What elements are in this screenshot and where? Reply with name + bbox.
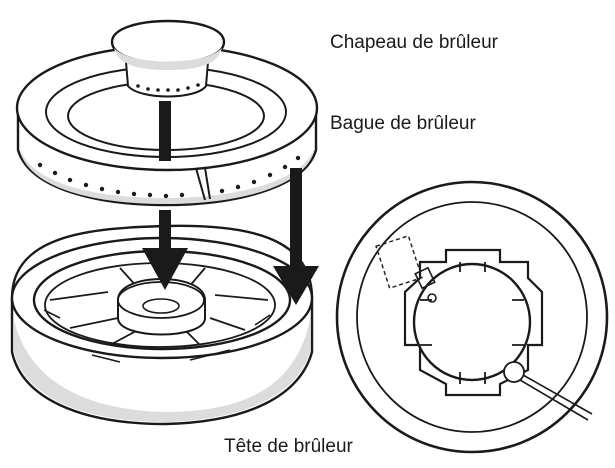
top-view-wire — [519, 374, 593, 421]
top-view-pin — [427, 293, 437, 303]
arrow-right-head — [273, 266, 319, 305]
burner-cap-stem-ports — [136, 83, 200, 92]
burner-top-view — [335, 180, 609, 454]
top-view-dashed-box — [375, 234, 423, 290]
top-view-notch — [414, 266, 436, 290]
top-view-center — [412, 262, 532, 382]
label-burner-ring: Bague de brûleur — [330, 113, 476, 134]
burner-head-details — [43, 309, 271, 363]
assembly-arrows — [142, 101, 319, 305]
top-view-igniter — [503, 361, 525, 383]
burner-cap — [110, 19, 226, 98]
arrow-center-shaft — [159, 210, 171, 250]
label-burner-cap: Chapeau de brûleur — [330, 32, 498, 53]
burner-ring-ports — [37, 155, 301, 199]
burner-cap-dome-edge — [114, 48, 222, 70]
arrow-right-shaft — [290, 168, 302, 268]
arrow-center-head — [142, 248, 188, 290]
burner-ring-split — [195, 167, 211, 201]
label-burner-head: Tête de brûleur — [224, 436, 353, 457]
arrow-cap-shaft — [159, 101, 171, 161]
burner-head-center — [142, 298, 180, 314]
top-view-rim — [356, 201, 588, 433]
top-view-ticks — [420, 262, 524, 384]
burner-head-spokes — [49, 267, 269, 346]
